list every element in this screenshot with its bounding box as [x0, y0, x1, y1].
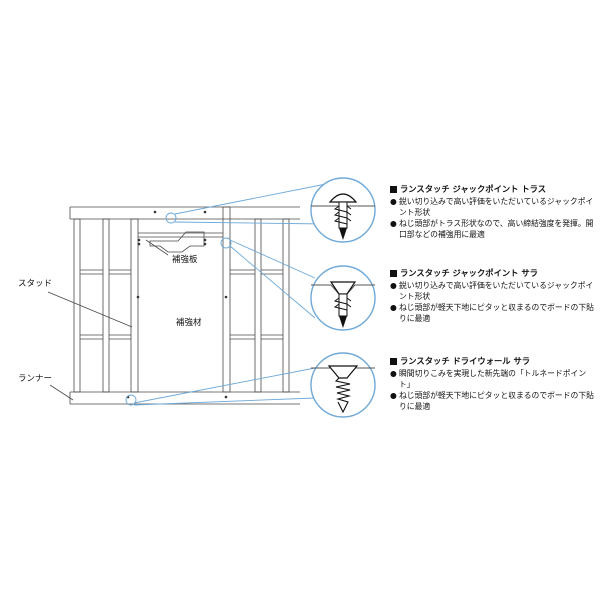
top-runner: [69, 206, 300, 220]
bottom-runner: [69, 391, 300, 405]
callout-2-marker: [220, 237, 232, 249]
bullet-icon: ●: [390, 369, 397, 378]
stud-pointer: [47, 291, 133, 328]
black-square-icon: [390, 358, 397, 365]
product-title-text: ランスタッチ ジャックポイント サラ: [400, 268, 538, 278]
bullet-icon: ●: [390, 303, 397, 312]
bullet-item: ● 瞬間切りこみを実現した新先端の「トルネードポイント」: [390, 368, 595, 390]
reinforcing-plate-label: 補強板: [172, 255, 198, 265]
bullet-item: ● 鋭い切り込みで高い評価をいただいているジャックポイント形状: [390, 196, 595, 218]
bullet-item: ● ねじ頭部が軽天下地にピタッと収まるのでボードの下貼りに最適: [390, 302, 595, 324]
product-title-text: ランスタッチ ジャックポイント トラス: [400, 184, 547, 194]
stud-label: スタッド: [18, 279, 53, 289]
right-studs: [222, 206, 290, 393]
reinforcing-member-label: 補強材: [176, 318, 202, 328]
bullet-text: ねじ頭部が軽天下地にピタッと収まるのでボードの下貼りに最適: [399, 391, 594, 411]
black-square-icon: [390, 270, 397, 277]
product-spec-drywall: ランスタッチ ドライウォール サラ ● 瞬間切りこみを実現した新先端の「トルネー…: [390, 356, 595, 412]
bullet-text: ねじ頭部がトラス形状なので、高い締結強度を発揮。開口部などの補強用に最適: [399, 219, 594, 239]
bullet-text: ねじ頭部が軽天下地にピタッと収まるのでボードの下貼りに最適: [399, 303, 594, 323]
plate-pointer: [145, 239, 169, 256]
bullet-icon: ●: [390, 197, 397, 206]
runner-label: ランナー: [18, 374, 53, 384]
bullet-text: 鋭い切り込みで高い評価をいただいているジャックポイント形状: [399, 197, 594, 217]
bullet-icon: ●: [390, 219, 397, 228]
bullet-item: ● ねじ頭部がトラス形状なので、高い締結強度を発揮。開口部などの補強用に最適: [390, 218, 595, 240]
runner-pointer: [49, 384, 74, 401]
reinforcing-plate: [149, 231, 205, 253]
black-square-icon: [390, 186, 397, 193]
screw-detail-countersunk: [310, 265, 376, 331]
bullet-icon: ●: [390, 391, 397, 400]
bullet-text: 鋭い切り込みで高い評価をいただいているジャックポイント形状: [399, 281, 594, 301]
opening-header: [138, 232, 223, 238]
bullet-text: 瞬間切りこみを実現した新先端の「トルネードポイント」: [399, 369, 587, 389]
bullet-item: ● ねじ頭部が軽天下地にピタッと収まるのでボードの下貼りに最適: [390, 390, 595, 412]
product-title: ランスタッチ ジャックポイント トラス: [390, 184, 595, 195]
product-title-text: ランスタッチ ドライウォール サラ: [400, 356, 531, 366]
callout-3-marker: [125, 394, 137, 406]
product-title: ランスタッチ ドライウォール サラ: [390, 356, 595, 367]
product-spec-truss: ランスタッチ ジャックポイント トラス ● 鋭い切り込みで高い評価をいただいてい…: [390, 184, 595, 240]
callout-1-marker: [165, 212, 177, 224]
screw-detail-truss: [310, 177, 376, 243]
product-spec-countersunk: ランスタッチ ジャックポイント サラ ● 鋭い切り込みで高い評価をいただいている…: [390, 268, 595, 324]
bullet-item: ● 鋭い切り込みで高い評価をいただいているジャックポイント形状: [390, 280, 595, 302]
left-studs: [73, 218, 139, 393]
bullet-icon: ●: [390, 281, 397, 290]
screw-detail-drywall: [310, 352, 376, 418]
product-title: ランスタッチ ジャックポイント サラ: [390, 268, 595, 279]
